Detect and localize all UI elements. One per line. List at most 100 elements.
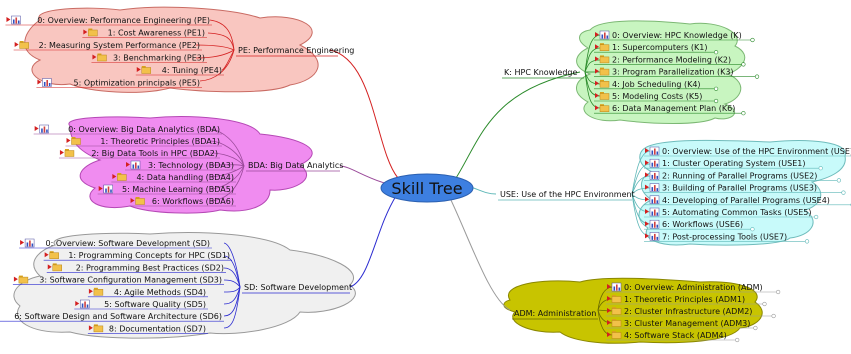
k-connector xyxy=(456,72,580,178)
bda-item-label: 2: Big Data Tools in HPC (BDA2) xyxy=(91,149,218,158)
node-handle[interactable] xyxy=(735,338,739,342)
chart-icon xyxy=(40,125,49,133)
k-item[interactable]: 0: Overview: HPC Knowledge (K) xyxy=(594,31,754,42)
k-item[interactable]: 6: Data Management Plan (K6) xyxy=(594,104,745,115)
adm-item[interactable]: 2: Cluster Infrastructure (ADM2) xyxy=(606,307,775,318)
sd-item-label: 6: Software Design and Software Architec… xyxy=(14,312,222,321)
adm-item[interactable]: 3: Cluster Management (ADM3) xyxy=(606,319,757,330)
bda-item-label: 3: Technology (BDA3) xyxy=(148,161,234,170)
folder-icon xyxy=(65,149,74,157)
use-item[interactable]: 2: Running of Parallel Programs (USE2) xyxy=(644,171,841,182)
sd-item[interactable]: 1: Programming Concepts for HPC (SD1) xyxy=(44,251,232,260)
use-item[interactable]: 1: Cluster Operating System (USE1) xyxy=(644,159,823,170)
k-item-label: 3: Program Parallelization (K3) xyxy=(612,68,734,77)
k-item[interactable]: 2: Performance Modeling (K2) xyxy=(594,55,745,66)
chart-icon xyxy=(650,196,659,204)
use-item-label: 0: Overview: Use of the HPC Environment … xyxy=(662,147,851,156)
k-item[interactable]: 1: Supercomputers (K1) xyxy=(594,43,718,54)
sd-branch-label[interactable]: SD: Software Development xyxy=(244,283,352,292)
expand-arrow-icon[interactable] xyxy=(6,17,10,22)
node-handle[interactable] xyxy=(842,191,846,195)
adm-item-label: 4: Software Stack (ADM4) xyxy=(624,331,727,340)
sd-item-label: 5: Software Quality (SD5) xyxy=(104,300,206,309)
k-item[interactable]: 5: Modeling Costs (K5) xyxy=(594,92,718,103)
use-item[interactable]: 3: Building of Parallel Programs (USE3) xyxy=(644,184,845,195)
pe-item[interactable]: 4: Tuning (PE4) xyxy=(136,66,224,75)
expand-arrow-icon[interactable] xyxy=(60,150,64,155)
adm-item-label: 2: Cluster Infrastructure (ADM2) xyxy=(624,307,752,316)
pe-item[interactable]: 0: Overview: Performance Engineering (PE… xyxy=(5,16,212,25)
expand-arrow-icon[interactable] xyxy=(14,277,18,282)
chart-icon xyxy=(650,220,659,228)
pe-item-label: 3: Benchmarking (PE3) xyxy=(113,54,205,63)
k-item-label: 5: Modeling Costs (K5) xyxy=(612,92,702,101)
bda-item-label: 6: Workflows (BDA6) xyxy=(152,197,234,206)
adm-item-label: 3: Cluster Management (ADM3) xyxy=(624,319,750,328)
adm-branch-label[interactable]: ADM: Administration xyxy=(514,309,596,318)
sd-item-label: 1: Programming Concepts for HPC (SD1) xyxy=(68,251,230,260)
use-item-label: 4: Developing of Parallel Programs (USE4… xyxy=(662,196,830,205)
use-item[interactable]: 0: Overview: Use of the HPC Environment … xyxy=(644,147,851,158)
sd-item-label: 3: Software Configuration Management (SD… xyxy=(39,276,222,285)
node-handle[interactable] xyxy=(742,111,746,115)
adm-item[interactable]: 0: Overview: Administration (ADM) xyxy=(606,283,780,294)
expand-arrow-icon[interactable] xyxy=(35,126,39,131)
chart-icon xyxy=(104,185,113,193)
node-handle[interactable] xyxy=(751,38,755,42)
use-branch-label[interactable]: USE: Use of the HPC Environment xyxy=(500,190,635,199)
chart-icon xyxy=(600,31,609,39)
node-handle[interactable] xyxy=(714,99,718,103)
use-item[interactable]: 4: Developing of Parallel Programs (USE4… xyxy=(644,196,851,207)
chart-icon xyxy=(42,79,51,87)
bda-item[interactable]: 0: Overview: Big Data Analytics (BDA) xyxy=(34,125,222,134)
node-handle[interactable] xyxy=(751,227,755,231)
node-handle[interactable] xyxy=(755,75,759,79)
chart-icon xyxy=(650,184,659,192)
use-item-label: 6: Workflows (USE6) xyxy=(662,220,743,229)
pe-item[interactable]: 2: Measuring System Performance (PE2) xyxy=(14,41,202,50)
k-item-label: 2: Performance Modeling (K2) xyxy=(612,55,731,64)
use-item[interactable]: 5: Automating Common Tasks (USE5) xyxy=(644,208,818,219)
chart-icon xyxy=(612,283,621,291)
node-handle[interactable] xyxy=(805,240,809,244)
expand-arrow-icon[interactable] xyxy=(20,240,24,245)
expand-arrow-icon[interactable] xyxy=(67,138,71,143)
node-handle[interactable] xyxy=(754,326,758,330)
node-handle[interactable] xyxy=(837,179,841,183)
sd-item[interactable]: 6: Software Design and Software Architec… xyxy=(0,312,224,321)
k-item[interactable]: 4: Job Scheduling (K4) xyxy=(594,80,718,91)
use-item-label: 3: Building of Parallel Programs (USE3) xyxy=(662,184,817,193)
adm-item[interactable]: 4: Software Stack (ADM4) xyxy=(606,331,739,342)
chart-icon xyxy=(25,239,34,247)
node-handle[interactable] xyxy=(742,63,746,67)
node-handle[interactable] xyxy=(772,314,776,318)
node-handle[interactable] xyxy=(714,87,718,91)
bda-item-label: 5: Machine Learning (BDA5) xyxy=(122,185,234,194)
k-item-label: 6: Data Management Plan (K6) xyxy=(612,104,735,113)
use-item[interactable]: 7: Post-processing Tools (USE7) xyxy=(644,232,809,243)
expand-arrow-icon[interactable] xyxy=(15,42,19,47)
sd-item[interactable]: 0: Overview: Software Development (SD) xyxy=(19,239,212,248)
node-handle[interactable] xyxy=(776,290,780,294)
chart-icon xyxy=(80,300,89,308)
chart-icon xyxy=(11,16,20,24)
node-handle[interactable] xyxy=(819,166,823,170)
k-branch-label[interactable]: K: HPC Knowledge xyxy=(504,68,578,77)
adm-item[interactable]: 1: Theoretic Principles (ADM1) xyxy=(606,295,766,306)
center-label: Skill Tree xyxy=(391,179,462,198)
sd-item-label: 2: Programming Best Practices (SD2) xyxy=(76,263,224,272)
pe-item-label: 1: Cost Awareness (PE1) xyxy=(108,29,205,38)
bda-connector xyxy=(340,166,388,184)
pe-branch-label[interactable]: PE: Performance Engineering xyxy=(238,46,354,55)
sd-item[interactable]: 3: Software Configuration Management (SD… xyxy=(13,276,224,285)
node-handle[interactable] xyxy=(714,50,718,54)
chart-icon xyxy=(650,171,659,179)
bda-branch-label[interactable]: BDA: Big Data Analytics xyxy=(248,161,343,170)
node-handle[interactable] xyxy=(763,302,767,306)
sd-item-label: 8: Documentation (SD7) xyxy=(109,324,206,333)
use-item-label: 1: Cluster Operating System (USE1) xyxy=(662,159,806,168)
chart-icon xyxy=(650,159,659,167)
node-handle[interactable] xyxy=(814,215,818,219)
